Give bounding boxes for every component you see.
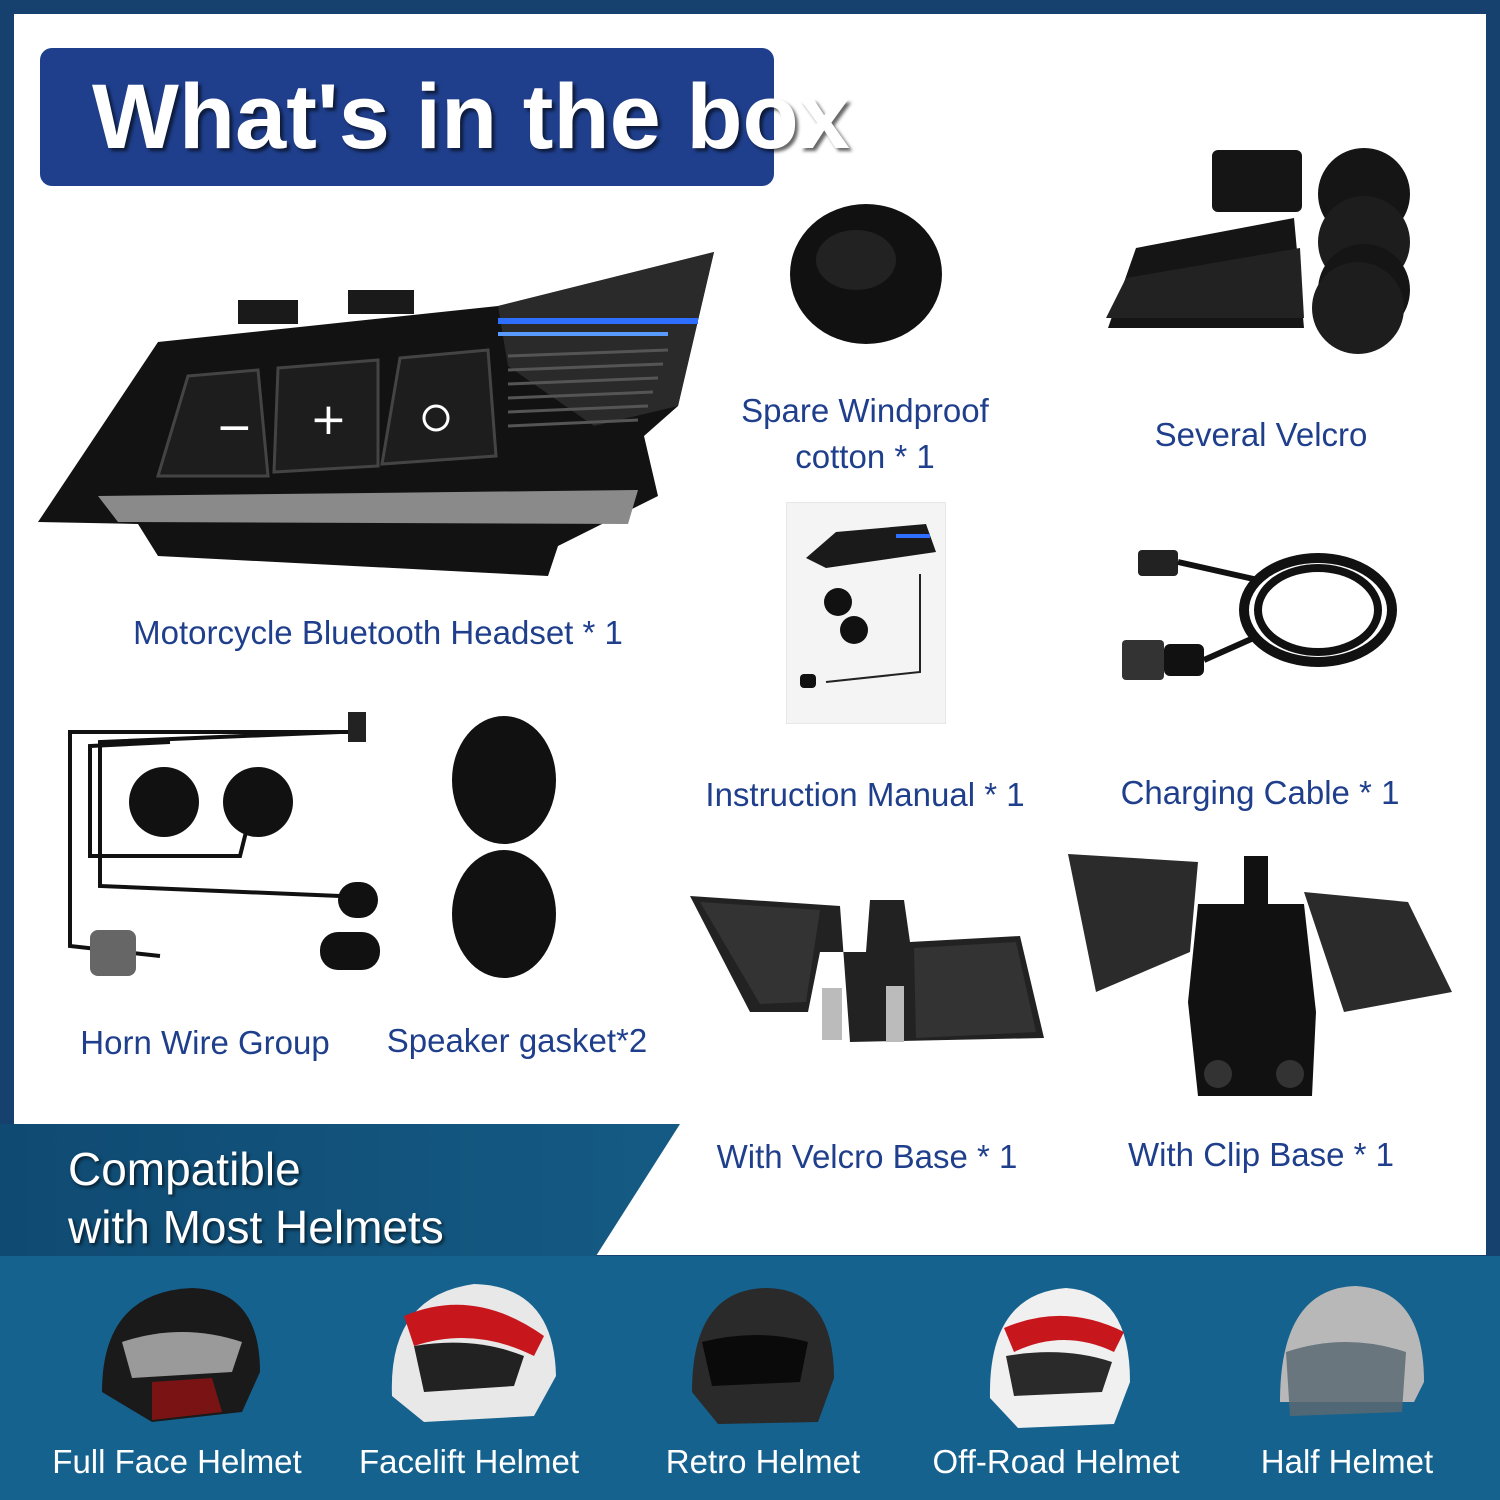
svg-text:+: +	[310, 394, 347, 445]
horn-wire-group-image	[68, 712, 380, 976]
svg-text:−: −	[216, 402, 253, 453]
off-road-helmet-image	[989, 1288, 1130, 1428]
clip-base-image	[1068, 854, 1452, 1096]
title-banner: What's in the box	[40, 48, 850, 186]
cable-label: Charging Cable * 1	[1120, 774, 1400, 811]
speaker-gasket-image	[452, 716, 556, 978]
bluetooth-headset-image: − +	[38, 252, 714, 576]
velcro-label: Several Velcro	[1154, 416, 1368, 453]
charging-cable-image	[1122, 550, 1397, 680]
facelift-helmet-image	[391, 1284, 556, 1422]
page-title: What's in the box	[92, 65, 850, 168]
windproof-label-line1: Spare Windproof	[741, 392, 989, 429]
helmet-label-full-face: Full Face Helmet	[52, 1443, 302, 1480]
full-face-helmet-image	[102, 1288, 260, 1422]
windproof-label-line2: cotton * 1	[795, 438, 935, 475]
helmet-label-half: Half Helmet	[1260, 1443, 1434, 1480]
compatible-line2: with Most Helmets	[68, 1201, 444, 1253]
retro-helmet-image	[692, 1288, 834, 1424]
half-helmet-image	[1280, 1286, 1424, 1416]
windproof-cotton-image	[790, 204, 942, 344]
velcro-pieces-image	[1106, 148, 1410, 354]
velcro-base-label: With Velcro Base * 1	[716, 1138, 1018, 1175]
helmet-label-retro: Retro Helmet	[665, 1443, 861, 1480]
helmet-label-off-road: Off-Road Helmet	[932, 1443, 1180, 1480]
velcro-base-image	[690, 896, 1044, 1042]
helmet-label-facelift: Facelift Helmet	[358, 1443, 580, 1480]
instruction-manual-image	[786, 502, 946, 724]
gasket-label: Speaker gasket*2	[386, 1022, 648, 1059]
clip-base-label: With Clip Base * 1	[1128, 1136, 1394, 1173]
headset-label: Motorcycle Bluetooth Headset * 1	[133, 614, 623, 651]
manual-label: Instruction Manual * 1	[705, 776, 1025, 813]
compatible-heading: Compatible with Most Helmets	[68, 1140, 444, 1256]
compatible-line1: Compatible	[68, 1143, 301, 1195]
horn-wire-label: Horn Wire Group	[80, 1024, 330, 1061]
